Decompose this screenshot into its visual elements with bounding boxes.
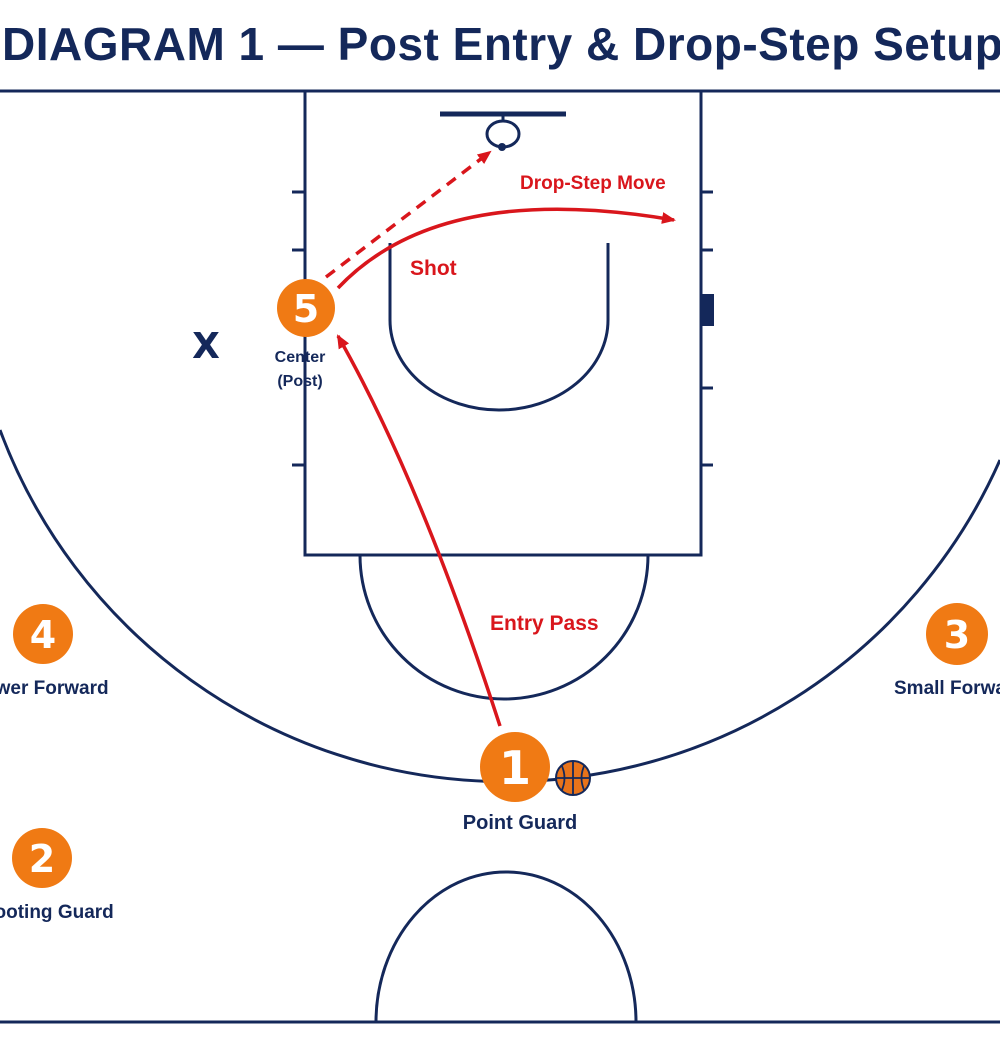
- player-number: 2: [29, 837, 55, 881]
- player-shooting-guard: 2 Shooting Guard: [0, 828, 114, 923]
- paint-lane: [303, 89, 703, 557]
- player-small-forward: 3 Small Forward: [894, 603, 1000, 699]
- court-lines: [0, 89, 1000, 1024]
- player-number: 5: [293, 287, 319, 331]
- basketball-icon: [555, 760, 591, 796]
- drop-step-label: Drop-Step Move: [520, 173, 666, 194]
- shot-arrow: [324, 150, 492, 279]
- player-power-forward: 4 Power Forward: [0, 604, 109, 699]
- diagram-title: DIAGRAM 1 — Post Entry & Drop-Step Setup: [2, 18, 1000, 70]
- lane-block: [701, 294, 714, 326]
- player-label: Point Guard: [463, 812, 577, 834]
- player-number: 3: [944, 613, 970, 657]
- drop-step-arrow: [336, 207, 676, 290]
- player-label: Small Forward: [894, 678, 1000, 699]
- player-number: 4: [30, 613, 56, 657]
- player-point-guard: 1 Point Guard: [463, 732, 577, 834]
- hoop-icon: [440, 111, 566, 151]
- entry-pass-arrow: [336, 334, 502, 727]
- center-circle: [374, 870, 638, 1023]
- free-throw-circle: [358, 554, 650, 701]
- action-paths: [324, 150, 676, 727]
- player-label: (Post): [277, 373, 322, 390]
- restricted-area: [388, 243, 610, 412]
- player-number: 1: [499, 741, 531, 795]
- player-label: Center: [275, 349, 326, 366]
- shot-label: Shot: [410, 257, 457, 280]
- three-point-arc: [0, 429, 1000, 784]
- player-label: Shooting Guard: [0, 902, 114, 923]
- defender-mark: X: [192, 326, 220, 367]
- player-label: Power Forward: [0, 678, 109, 699]
- player-center: 5 Center (Post): [275, 279, 335, 390]
- entry-pass-label: Entry Pass: [490, 612, 599, 635]
